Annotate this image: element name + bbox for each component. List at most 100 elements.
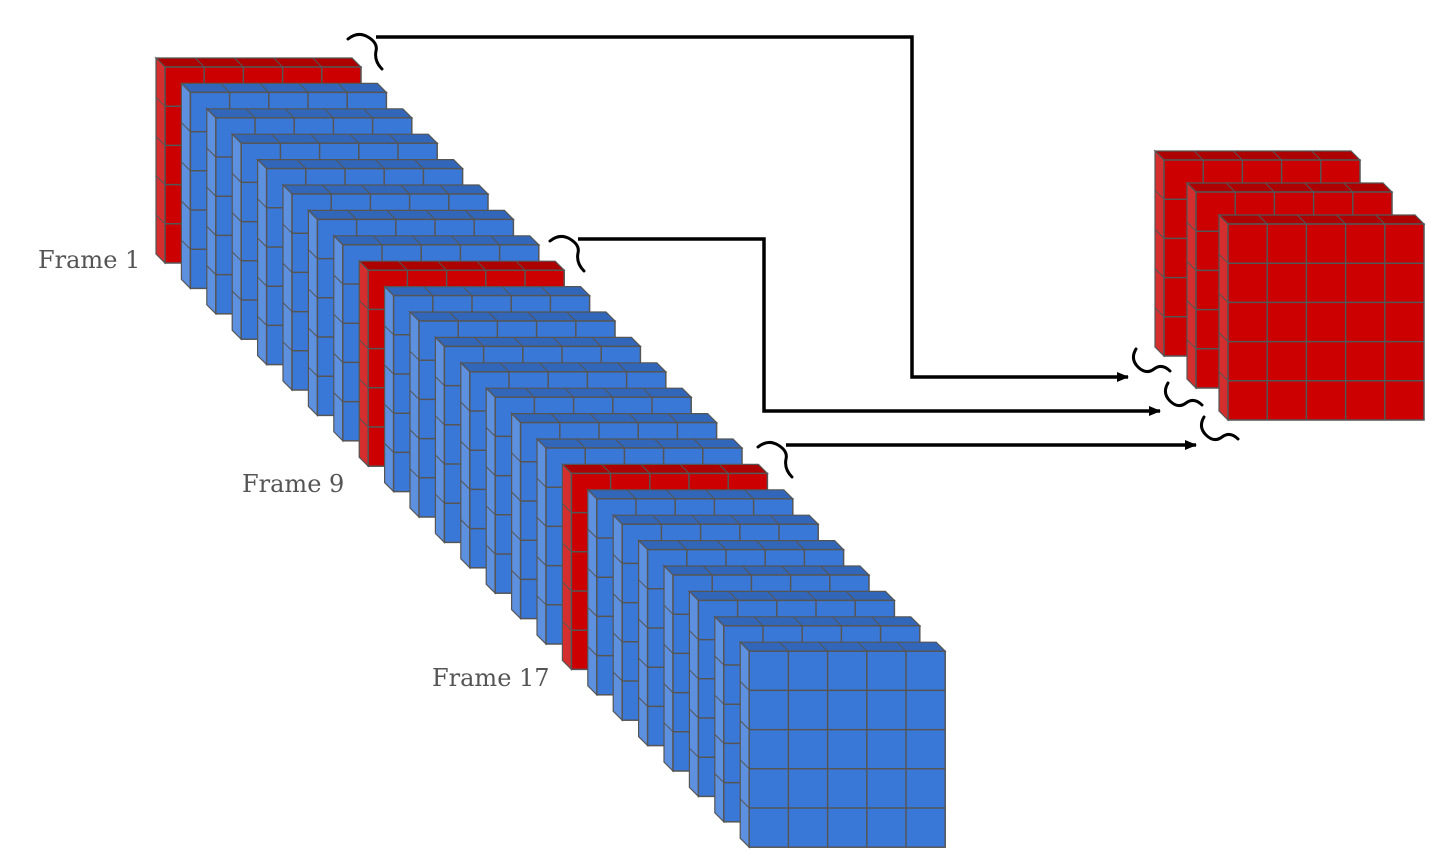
grid-line xyxy=(742,565,752,576)
frame-9-label: Frame 9 xyxy=(242,470,345,498)
grid-line xyxy=(372,235,383,246)
arrow-frame-1-line xyxy=(376,35,1129,382)
frame-5-top-face xyxy=(256,159,465,170)
grid-line xyxy=(460,401,471,412)
grid-line xyxy=(337,83,348,93)
grid-line xyxy=(663,683,674,693)
grid-line xyxy=(1218,332,1229,342)
grid-line xyxy=(384,443,394,453)
grid-line xyxy=(409,429,420,439)
grid-line xyxy=(638,657,648,668)
arrow-frame-9-source-break xyxy=(548,234,586,273)
grid-line xyxy=(511,452,521,463)
grid-line xyxy=(298,83,309,93)
grid-line xyxy=(612,554,623,564)
grid-line xyxy=(308,288,318,299)
grid-line xyxy=(541,286,551,296)
grid-line xyxy=(612,593,623,603)
grid-line xyxy=(464,210,475,220)
grid-line xyxy=(358,417,369,428)
grid-line xyxy=(194,57,205,68)
selected-frame-3-side-face xyxy=(1218,213,1229,422)
grid-line xyxy=(388,133,399,144)
grid-line xyxy=(511,570,521,580)
grid-line xyxy=(818,641,828,652)
selected-frames-stack xyxy=(1153,149,1426,422)
frame-9-top-face xyxy=(357,260,566,271)
grid-line xyxy=(792,616,803,627)
grid-line xyxy=(689,708,699,719)
grid-line xyxy=(335,159,346,169)
arrow-frame-1-source-break xyxy=(346,32,384,71)
grid-line xyxy=(638,618,648,629)
grid-line xyxy=(460,519,471,529)
grid-line xyxy=(1225,182,1236,193)
grid-line xyxy=(1186,339,1197,350)
grid-line xyxy=(234,57,244,68)
grid-line xyxy=(231,212,242,222)
grid-line xyxy=(409,390,420,400)
grid-line xyxy=(439,184,450,195)
grid-line xyxy=(284,108,295,119)
selected-frame-2-side-face xyxy=(1186,181,1197,390)
grid-line xyxy=(511,491,521,502)
grid-line xyxy=(638,697,648,707)
grid-line xyxy=(857,641,868,652)
grid-line xyxy=(435,376,445,386)
grid-line xyxy=(587,607,598,617)
grid-line xyxy=(562,542,572,553)
frame-13-top-face xyxy=(459,362,668,373)
grid-line xyxy=(626,489,637,500)
grid-line xyxy=(769,514,780,525)
grid-line xyxy=(612,632,623,643)
grid-line xyxy=(448,311,459,322)
grid-line xyxy=(536,517,547,527)
grid-line xyxy=(485,544,496,555)
frame-12-top-face xyxy=(433,336,642,347)
grid-line xyxy=(1218,293,1229,303)
grid-line xyxy=(820,565,831,576)
grid-line xyxy=(257,198,267,209)
grid-line xyxy=(476,260,487,271)
frame-17-label: Frame 17 xyxy=(432,664,550,692)
grid-line xyxy=(753,616,764,627)
grid-line xyxy=(499,362,510,373)
grid-line xyxy=(589,413,600,423)
grid-line xyxy=(538,362,549,373)
grid-line xyxy=(333,313,344,324)
grid-line xyxy=(310,133,320,144)
grid-line xyxy=(474,337,484,347)
arrow-frame-9 xyxy=(548,234,1204,416)
grid-line xyxy=(689,747,699,758)
grid-line xyxy=(591,337,602,347)
grid-line xyxy=(206,147,217,158)
frame-7-top-face xyxy=(306,209,515,220)
grid-line xyxy=(536,477,547,488)
arrow-frame-9-target-break xyxy=(1163,381,1204,408)
grid-line xyxy=(181,239,191,250)
grid-line xyxy=(231,173,242,183)
grid-line xyxy=(374,159,385,169)
grid-line xyxy=(1193,150,1204,161)
frame-17-top-face xyxy=(560,463,769,474)
grid-line xyxy=(714,655,725,666)
grid-line xyxy=(663,604,674,615)
frame-15-top-face xyxy=(510,413,719,424)
frame-24-side-face xyxy=(739,640,750,849)
grid-line xyxy=(832,616,842,627)
grid-line xyxy=(578,362,588,373)
grid-line xyxy=(206,186,217,197)
grid-line xyxy=(485,466,496,476)
frame-23-top-face xyxy=(713,616,922,627)
grid-line xyxy=(409,468,420,479)
grid-line xyxy=(795,540,805,550)
grid-line xyxy=(1343,182,1354,193)
grid-line xyxy=(1154,268,1165,278)
grid-line xyxy=(361,184,371,195)
grid-line xyxy=(1154,307,1165,318)
grid-line xyxy=(550,413,561,423)
grid-line xyxy=(400,184,410,195)
grid-line xyxy=(386,210,397,220)
grid-line xyxy=(714,694,725,705)
grid-line xyxy=(513,337,524,347)
